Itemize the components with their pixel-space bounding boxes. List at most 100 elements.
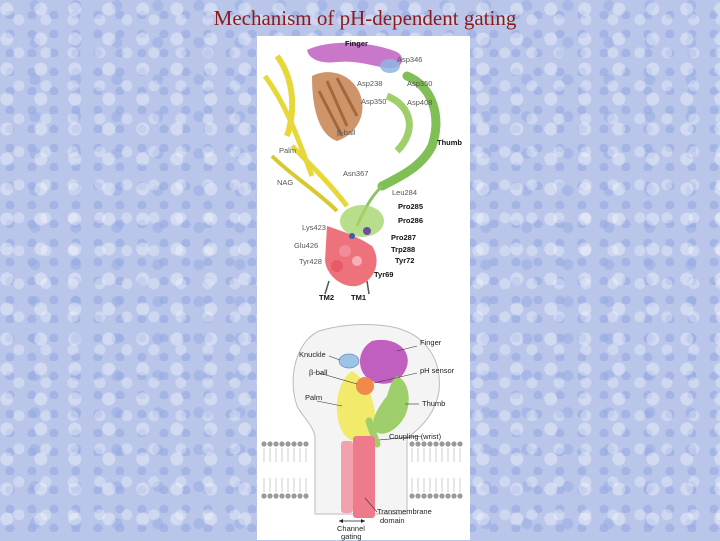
knuckle-region — [380, 59, 400, 73]
residue-sphere — [352, 256, 362, 266]
lipid-head — [451, 493, 457, 499]
palm-strand — [270, 154, 339, 213]
lipid-head — [279, 441, 285, 447]
lipid-head — [297, 493, 303, 499]
thumb-helix — [385, 92, 413, 154]
lipid-head — [267, 493, 273, 499]
label-asp238: Asp238 — [357, 79, 383, 88]
lipid-head — [261, 493, 267, 499]
slide-title: Mechanism of pH-dependent gating — [213, 6, 517, 30]
transmembrane-helix-schematic — [341, 441, 353, 513]
lipid-head — [415, 493, 421, 499]
label-beta-ball-top: β-ball — [337, 128, 356, 137]
thumb-helix — [377, 71, 441, 191]
label-pro285: Pro285 — [398, 202, 424, 211]
lipid-head — [457, 493, 463, 499]
lipid-head — [297, 441, 303, 447]
lipid-head — [427, 441, 433, 447]
label-ph-sensor: pH sensor — [420, 366, 455, 375]
lipid-head — [261, 441, 267, 447]
asic-structure-figure: Finger Asp346 Asp238 Asp350 Asp350 Asp40… — [257, 36, 470, 540]
lipid-head — [285, 441, 291, 447]
lipid-heads — [261, 441, 463, 499]
finger-domain — [307, 42, 403, 69]
label-beta-ball-bottom: β-ball — [309, 368, 328, 377]
residue-sphere — [349, 233, 355, 239]
figure-artwork — [260, 42, 465, 523]
lipid-head — [273, 493, 279, 499]
lipid-head — [451, 441, 457, 447]
label-pro287: Pro287 — [391, 233, 417, 242]
label-asp408: Asp408 — [407, 98, 433, 107]
lipid-head — [439, 441, 445, 447]
tm-strands — [324, 280, 370, 295]
label-channel: Channel — [337, 524, 365, 533]
finger-domain-schematic — [359, 339, 408, 384]
lipid-head — [445, 493, 451, 499]
thumb-domain-schematic — [373, 376, 409, 434]
label-asn367: Asn367 — [343, 169, 369, 178]
beta-ball-schematic — [356, 377, 374, 395]
lipid-head — [291, 493, 297, 499]
lipid-head — [415, 441, 421, 447]
label-tm2: TM2 — [319, 293, 334, 302]
label-nag: NAG — [277, 178, 294, 187]
label-gating: gating — [341, 532, 362, 541]
label-finger-top: Finger — [345, 39, 368, 48]
lipid-head — [409, 493, 415, 499]
lipid-head — [445, 441, 451, 447]
lipid-head — [409, 441, 415, 447]
lipid-head — [285, 493, 291, 499]
label-finger-bottom: Finger — [420, 338, 442, 347]
residue-sphere — [331, 260, 343, 272]
lipid-head — [267, 441, 273, 447]
label-tyr72: Tyr72 — [395, 256, 415, 265]
knuckle-domain-schematic — [338, 353, 360, 369]
label-lys423: Lys423 — [302, 223, 326, 232]
label-transmembrane: Transmembrane — [377, 507, 432, 516]
beta-sheet-strands — [317, 77, 359, 137]
label-asp-b: Asp350 — [361, 97, 387, 106]
label-thumb-bottom: Thumb — [422, 399, 446, 408]
label-palm-bottom: Palm — [305, 393, 323, 402]
schematic-diagram — [260, 323, 465, 523]
lipid-head — [273, 441, 279, 447]
lipid-head — [291, 441, 297, 447]
transmembrane-domain-schematic — [353, 436, 375, 518]
ribbon-structure — [262, 42, 441, 295]
lipid-head — [427, 493, 433, 499]
lipid-head — [421, 441, 427, 447]
residue-sphere — [339, 245, 351, 257]
label-palm-top: Palm — [279, 146, 297, 155]
label-tyr428: Tyr428 — [299, 257, 322, 266]
coupling-wrist-schematic — [365, 417, 381, 448]
label-tm1: TM1 — [351, 293, 366, 302]
lipid-head — [439, 493, 445, 499]
palm-strand — [290, 144, 349, 208]
label-tyr69: Tyr69 — [374, 270, 394, 279]
wrist-region — [340, 205, 384, 237]
label-coupling-wrist: Coupling (wrist) — [389, 432, 442, 441]
label-asp346: Asp346 — [397, 55, 423, 64]
leader-lines — [316, 345, 423, 513]
label-transmembrane-domain: domain — [380, 516, 405, 525]
lipid-head — [279, 493, 285, 499]
gating-arrowhead-left — [339, 519, 343, 523]
lipid-head — [303, 441, 309, 447]
lipid-head — [421, 493, 427, 499]
label-glu426: Glu426 — [294, 241, 319, 250]
lipid-head — [433, 493, 439, 499]
palm-strand — [274, 54, 296, 137]
lipid-head — [303, 493, 309, 499]
label-trp288: Trp288 — [391, 245, 416, 254]
lipid-bilayer — [260, 439, 465, 501]
residue-sphere — [363, 227, 371, 235]
lipid-head — [433, 441, 439, 447]
lipid-head — [457, 441, 463, 447]
label-pro286: Pro286 — [398, 216, 424, 225]
gating-arrowhead-right — [361, 519, 365, 523]
label-knuckle: Knuckle — [299, 350, 326, 359]
label-asp350: Asp350 — [407, 79, 433, 88]
label-thumb-top: Thumb — [437, 138, 462, 147]
label-leu284: Leu284 — [392, 188, 418, 197]
